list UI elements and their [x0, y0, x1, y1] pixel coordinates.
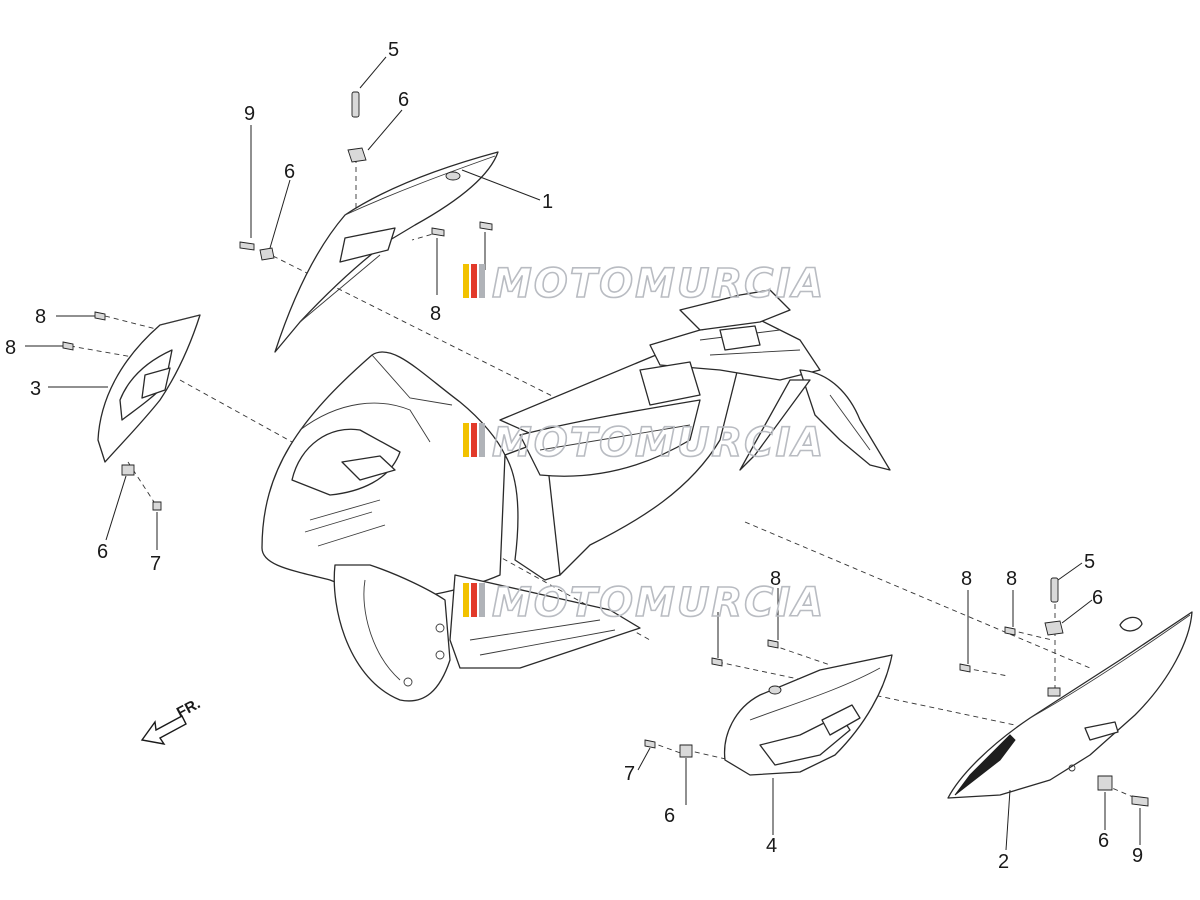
watermark-logo-icon — [463, 583, 469, 617]
callout-2: 2 — [998, 851, 1009, 873]
callout-5: 5 — [388, 39, 399, 61]
leader-lines — [25, 56, 1141, 851]
watermark-logo-stripe — [471, 264, 477, 298]
callout-9: 9 — [244, 103, 255, 125]
part-4-lower-cover — [723, 654, 893, 776]
callout-7: 7 — [150, 553, 161, 575]
part-1-upper-cover — [274, 151, 499, 353]
callout-6: 6 — [398, 89, 409, 111]
watermark-text: MOTOMURCIA — [492, 420, 825, 466]
callout-3: 3 — [30, 378, 41, 400]
watermark-1: MOTOMURCIA — [463, 260, 825, 308]
watermark-logo-icon — [463, 264, 469, 298]
front-arrow-icon — [140, 715, 187, 745]
watermark-logo-stripe — [479, 423, 485, 457]
watermark-logo-stripe — [479, 264, 485, 298]
callout-9: 9 — [1132, 845, 1143, 867]
front-direction-indicator: FR. — [140, 695, 203, 745]
watermark-text: MOTOMURCIA — [492, 580, 825, 626]
callout-numbers: 1 2 3 4 5 5 6 6 6 6 6 6 7 7 8 8 8 8 8 8 … — [5, 39, 1143, 873]
callout-7: 7 — [624, 763, 635, 785]
callout-8: 8 — [1006, 568, 1017, 590]
callout-8: 8 — [35, 306, 46, 328]
watermark-logo-stripe — [471, 423, 477, 457]
callout-8: 8 — [430, 303, 441, 325]
callout-4: 4 — [766, 835, 777, 857]
watermark-logo-stripe — [479, 583, 485, 617]
callout-6: 6 — [97, 541, 108, 563]
callout-6: 6 — [1092, 587, 1103, 609]
part-2-rear-side-cover — [947, 611, 1193, 799]
watermark-text: MOTOMURCIA — [492, 261, 825, 307]
callout-1: 1 — [542, 191, 553, 213]
watermark-logo-stripe — [471, 583, 477, 617]
scooter-frame — [261, 289, 891, 702]
callout-6: 6 — [664, 805, 675, 827]
hardware — [62, 91, 1149, 807]
callout-6: 6 — [284, 161, 295, 183]
callout-8: 8 — [770, 568, 781, 590]
callout-8: 8 — [5, 337, 16, 359]
watermark-logo-icon — [463, 423, 469, 457]
callout-6: 6 — [1098, 830, 1109, 852]
callout-5: 5 — [1084, 551, 1095, 573]
watermark-3: MOTOMURCIA — [463, 579, 825, 627]
part-3-front-side-panel — [97, 314, 201, 463]
callout-8: 8 — [961, 568, 972, 590]
watermark-2: MOTOMURCIA — [463, 419, 825, 467]
